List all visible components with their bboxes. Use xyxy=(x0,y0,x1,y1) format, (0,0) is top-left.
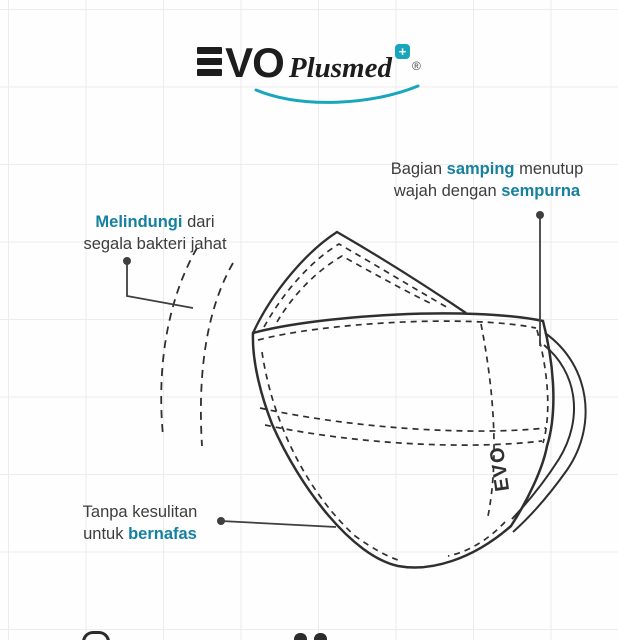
mask-flap-seam-2 xyxy=(276,255,435,323)
mask-top-flap xyxy=(251,230,467,334)
annotation-side-fit: Bagian samping menutup wajah dengan semp… xyxy=(378,158,596,202)
mask-center-crease-2 xyxy=(264,424,543,446)
annotation-highlight: samping xyxy=(446,160,515,178)
logo-swoosh xyxy=(254,84,420,104)
annotation-text: wajah dengan xyxy=(393,182,502,200)
annotation-line: segala bakteri jahat xyxy=(50,233,260,255)
annotation-line: Melindungi dari xyxy=(50,211,260,233)
annotation-text: dari xyxy=(182,213,215,231)
plus-icon: + xyxy=(394,44,410,59)
annotation-text: Tanpa kesulitan xyxy=(82,503,198,521)
annotation-text: Bagian xyxy=(390,160,447,178)
protection-arc-inner xyxy=(199,262,234,447)
connector-protection xyxy=(126,261,194,309)
connector-dot-breathing xyxy=(217,517,225,525)
mask-side-panel-seam xyxy=(480,323,495,517)
annotation-line: Bagian samping menutup xyxy=(378,158,596,180)
cropped-glyph xyxy=(314,633,327,640)
annotation-text: segala bakteri jahat xyxy=(83,235,227,253)
annotation-line: untuk bernafas xyxy=(60,523,220,545)
cropped-glyph xyxy=(82,631,110,640)
annotation-highlight: bernafas xyxy=(128,525,197,543)
registered-mark: ® xyxy=(411,59,421,73)
annotation-line: Tanpa kesulitan xyxy=(60,501,220,523)
annotation-text: menutup xyxy=(514,160,584,178)
annotation-protection: Melindungi dari segala bakteri jahat xyxy=(50,211,260,255)
annotation-line: wajah dengan sempurna xyxy=(378,180,596,202)
logo-letter-e-icon xyxy=(197,47,223,80)
brand-logo: VO Plusmed + ® xyxy=(0,39,618,87)
annotation-highlight: Melindungi xyxy=(95,213,183,231)
mask-bottom-left-seam xyxy=(261,351,399,561)
logo-subbrand-text: Plusmed xyxy=(288,51,392,84)
connector-dot-side-fit xyxy=(536,211,544,219)
mask-bottom-right-seam xyxy=(447,521,506,557)
annotation-highlight: sempurna xyxy=(501,182,581,200)
mask-outline xyxy=(251,312,555,569)
connector-dot-protection xyxy=(123,257,131,265)
cropped-glyph xyxy=(294,633,307,640)
annotation-breathing: Tanpa kesulitan untuk bernafas xyxy=(60,501,220,545)
mask-flap-seam-1 xyxy=(263,243,451,328)
annotation-text: untuk xyxy=(83,525,129,543)
mask-center-crease-1 xyxy=(259,407,547,432)
logo-brand-text: VO xyxy=(225,39,285,87)
ear-loop-outer xyxy=(512,332,587,533)
ear-loop-inner xyxy=(511,344,576,520)
protection-arc-outer xyxy=(160,247,198,437)
mask-brand-mark: EVO xyxy=(486,445,514,493)
connector-breathing xyxy=(220,520,337,528)
